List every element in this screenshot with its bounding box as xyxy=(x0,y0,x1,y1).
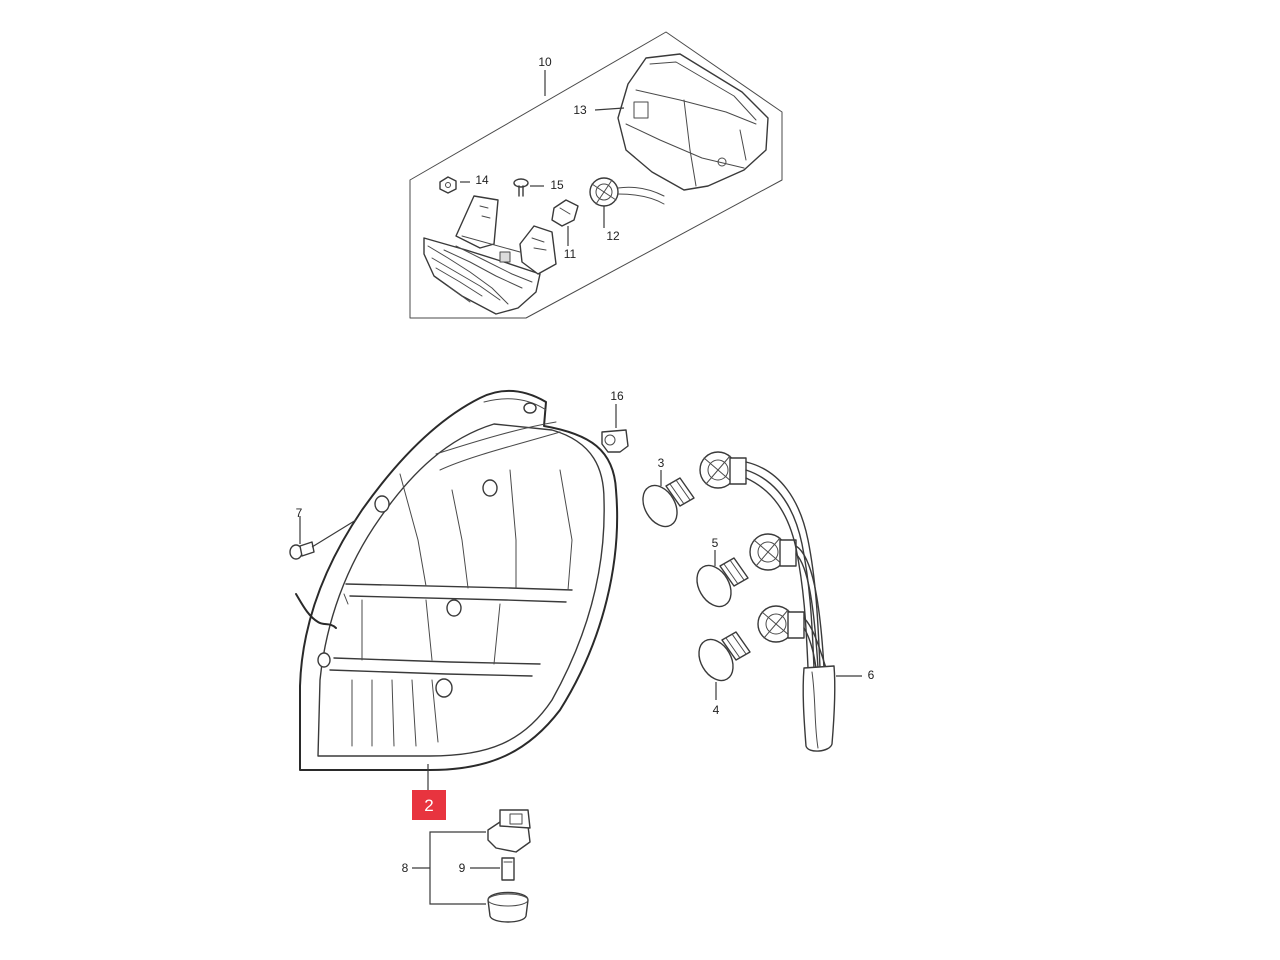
bulb-5-drawing xyxy=(696,550,749,608)
bulb-4-drawing xyxy=(698,631,751,700)
assembly-10-frame xyxy=(409,31,783,319)
bulb-3-drawing xyxy=(642,470,695,528)
callout-15: 15 xyxy=(550,178,564,192)
socket-a xyxy=(699,451,747,489)
bulb-11-drawing xyxy=(551,199,579,227)
socket-12-drawing xyxy=(589,177,665,207)
callout-12: 12 xyxy=(606,229,620,243)
bulb-socket-group-drawing xyxy=(412,809,531,923)
callout-8: 8 xyxy=(402,861,409,875)
callout-7: 7 xyxy=(296,506,303,520)
lamp-housing-drawing xyxy=(617,53,769,191)
callout-2: 2 xyxy=(424,796,433,815)
nut-14-drawing xyxy=(439,176,457,194)
callout-3: 3 xyxy=(658,456,665,470)
screw-7-drawing xyxy=(289,516,357,560)
callout-2-badge xyxy=(412,790,446,820)
callout-11: 11 xyxy=(564,247,577,261)
callout-13: 13 xyxy=(573,103,587,117)
callout-4: 4 xyxy=(713,703,720,717)
callout-10: 10 xyxy=(538,55,552,69)
clip-16-drawing xyxy=(601,404,629,453)
callout-6: 6 xyxy=(868,668,875,682)
callout-16: 16 xyxy=(610,389,624,403)
high-mount-stop-lamp-assembly xyxy=(409,31,783,319)
rear-combination-lamp-drawing xyxy=(295,389,619,771)
callout-2-highlight: 2 xyxy=(412,790,446,820)
callout-9: 9 xyxy=(459,861,466,875)
lamp-lens-drawing xyxy=(423,195,557,315)
wiring-harness-6-drawing xyxy=(699,451,862,752)
screw-15-drawing xyxy=(513,178,529,197)
socket-b xyxy=(749,533,797,571)
callout-5: 5 xyxy=(712,536,719,550)
callout-14: 14 xyxy=(475,173,489,187)
socket-c xyxy=(757,605,805,643)
